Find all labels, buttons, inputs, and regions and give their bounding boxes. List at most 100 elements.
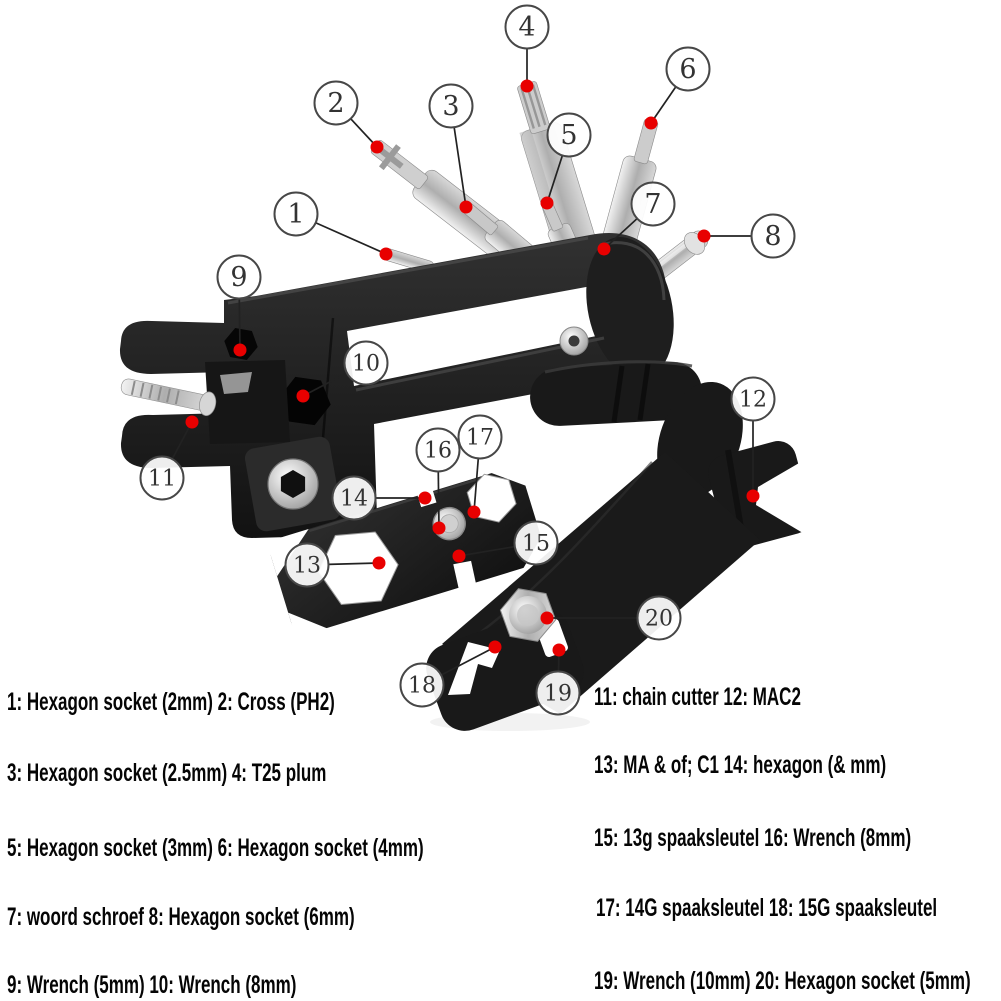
label-line: 1: Hexagon socket (2mm) 2: Cross (PH2): [7, 688, 335, 716]
leg-highlight: [469, 461, 653, 642]
callout-number: 17: [466, 425, 494, 450]
callout-circle: [665, 46, 711, 92]
marker-dot: [644, 116, 658, 130]
callout-circle: [750, 213, 796, 259]
callout-number: 20: [645, 606, 673, 631]
marker-dot: [467, 505, 481, 519]
label-line: 13: MA & of; C1 14: hexagon (& mm): [594, 751, 887, 779]
callout-11: 11: [139, 415, 199, 501]
chain-pin: [120, 378, 217, 416]
plate-corner-cut: [266, 529, 309, 577]
callout-9: 9: [216, 254, 262, 357]
callout-13: 13: [284, 542, 386, 588]
callout-circle: [546, 112, 592, 158]
callout-line: [315, 221, 387, 255]
callout-circle: [513, 520, 559, 566]
frame-pivot-cap: [586, 237, 674, 379]
callout-line: [440, 646, 496, 676]
marker-dot: [746, 489, 760, 503]
callout-circle: [343, 340, 389, 386]
callout-number: 18: [408, 673, 436, 698]
label-line: 9: Wrench (5mm) 10: Wrench (8mm): [7, 971, 297, 999]
curved-wrench: [426, 360, 845, 731]
callout-line: [453, 127, 467, 208]
callout-2: 2: [313, 80, 384, 154]
top-bar-highlight: [227, 236, 589, 305]
callout-19: 19: [535, 643, 581, 716]
callout-circle: [730, 376, 776, 422]
label-line: 19: Wrench (10mm) 20: Hexagon socket (5m…: [594, 967, 971, 995]
handle-highlight: [544, 360, 693, 374]
callout-line: [238, 298, 241, 351]
folding-multitool-frame: [119, 233, 674, 538]
marker-dot: [296, 389, 310, 403]
frame-window: [347, 285, 606, 386]
callout-number: 19: [544, 681, 572, 706]
plate-highlight: [308, 475, 486, 533]
label-line: 3: Hexagon socket (2.5mm) 4: T25 plum: [7, 759, 327, 787]
callout-17: 17: [457, 414, 503, 519]
callout-1: 1: [273, 191, 393, 261]
callout-line: [302, 372, 348, 397]
callout-number: 5: [560, 120, 577, 151]
callout-circle: [504, 4, 550, 50]
callout-5: 5: [540, 112, 592, 210]
marker-dot: [488, 640, 502, 654]
marker-dot: [432, 521, 446, 535]
marker-dot: [597, 242, 611, 256]
marker-dot: [233, 343, 247, 357]
label-line: 11: chain cutter 12: MAC2: [594, 683, 801, 711]
callout-number: 8: [764, 221, 781, 252]
callout-number: 16: [424, 438, 452, 463]
callout-number: 11: [148, 466, 176, 491]
callout-12: 12: [730, 376, 776, 503]
marker-dot: [697, 229, 711, 243]
callout-line: [437, 471, 440, 529]
callout-18: 18: [399, 640, 502, 708]
callout-number: 10: [352, 351, 380, 376]
marker-dot: [185, 415, 199, 429]
label-line: 5: Hexagon socket (3mm) 6: Hexagon socke…: [7, 834, 424, 862]
callout-line: [473, 458, 480, 513]
callout-number: 1: [287, 199, 304, 230]
plate-corner-cut: [485, 458, 535, 490]
callout-20: 20: [540, 595, 682, 641]
callout-number: 14: [340, 486, 368, 511]
callout-number: 6: [679, 54, 696, 85]
callout-number: 2: [327, 88, 344, 119]
callout-7: 7: [597, 181, 676, 256]
edge-notch-15: [453, 560, 477, 590]
label-line: 15: 13g spaaksleutel 16: Wrench (8mm): [594, 824, 912, 852]
marker-dot: [540, 611, 554, 625]
callout-circle: [457, 414, 503, 460]
label-line: 7: woord schroef 8: Hexagon socket (6mm): [7, 903, 355, 931]
callout-number: 12: [739, 387, 767, 412]
callout-6: 6: [644, 46, 711, 130]
marker-dot: [459, 200, 473, 214]
marker-dot: [452, 549, 466, 563]
callout-circle: [535, 670, 581, 716]
plate-corner-cut: [288, 612, 339, 646]
callout-14: 14: [331, 475, 432, 521]
marker-dot: [540, 196, 554, 210]
callout-number: 15: [522, 531, 550, 556]
callout-4: 4: [504, 4, 550, 93]
callout-8: 8: [697, 213, 796, 259]
marker-dot: [372, 556, 386, 570]
callout-circle: [428, 83, 474, 129]
marker-dot: [520, 79, 534, 93]
callout-circle: [415, 427, 461, 473]
callout-15: 15: [452, 520, 559, 566]
hex-bolt-20-center: [517, 604, 539, 626]
fork-notch-12: [756, 452, 845, 542]
callout-line: [650, 86, 677, 124]
callout-circle: [139, 455, 185, 501]
callout-16: 16: [415, 427, 461, 535]
callout-circle: [636, 595, 682, 641]
handle-grooves: [611, 363, 651, 423]
label-line: 17: 14G spaaksleutel 18: 15G spaaksleute…: [596, 894, 938, 922]
mechanism-glint: [220, 372, 252, 394]
callout-number: 3: [442, 91, 459, 122]
